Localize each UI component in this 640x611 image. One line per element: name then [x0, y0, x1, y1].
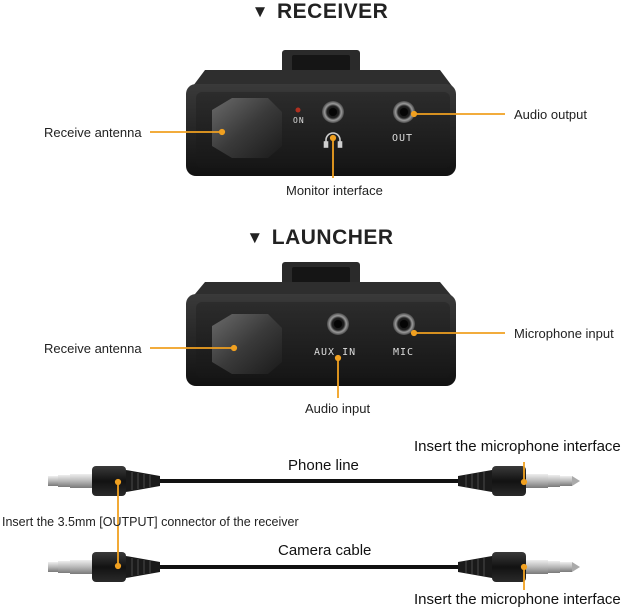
launcher-device: AUX IN MIC	[186, 262, 456, 386]
phone-line-label: Phone line	[288, 457, 359, 474]
camera-cable	[48, 552, 580, 582]
on-led	[295, 107, 301, 113]
launcher-antenna-label: Receive antenna	[44, 341, 142, 356]
camera-cable-right-plug	[458, 552, 580, 582]
mic-port-label: MIC	[393, 347, 414, 358]
headphone-icon	[323, 132, 343, 148]
insert-mic-bottom-label: Insert the microphone interface	[414, 591, 621, 608]
camera-cable-label: Camera cable	[278, 542, 372, 559]
on-indicator-label: ON	[293, 116, 305, 125]
phone-line-right-plug	[458, 466, 580, 496]
insert-mic-top-label: Insert the microphone interface	[414, 438, 621, 455]
receiver-antenna-label: Receive antenna	[44, 125, 142, 140]
launcher-antenna-knob	[212, 314, 282, 374]
out-port-label: OUT	[392, 133, 413, 144]
receiver-heading-text: RECEIVER	[276, 0, 389, 23]
receiver-antenna-knob	[212, 98, 282, 158]
monitor-interface-label: Monitor interface	[286, 183, 383, 198]
audio-output-label: Audio output	[514, 107, 588, 122]
phone-line-cable	[48, 466, 580, 496]
receiver-device: ON OUT	[186, 50, 456, 176]
launcher-heading-text: LAUNCHER	[271, 226, 394, 249]
receiver-heading: ▼ RECEIVER	[0, 0, 640, 24]
triangle-down-icon: ▼	[251, 2, 269, 21]
aux-in-port-label: AUX IN	[314, 347, 356, 358]
camera-cable-left-plug	[48, 552, 160, 582]
triangle-down-icon: ▼	[246, 228, 264, 247]
insert-output-label: Insert the 3.5mm [OUTPUT] connector of t…	[2, 515, 299, 529]
phone-line-left-plug	[48, 466, 160, 496]
launcher-heading: ▼ LAUNCHER	[0, 226, 640, 250]
audio-input-label: Audio input	[305, 401, 371, 416]
mic-input-label: Microphone input	[514, 326, 614, 341]
